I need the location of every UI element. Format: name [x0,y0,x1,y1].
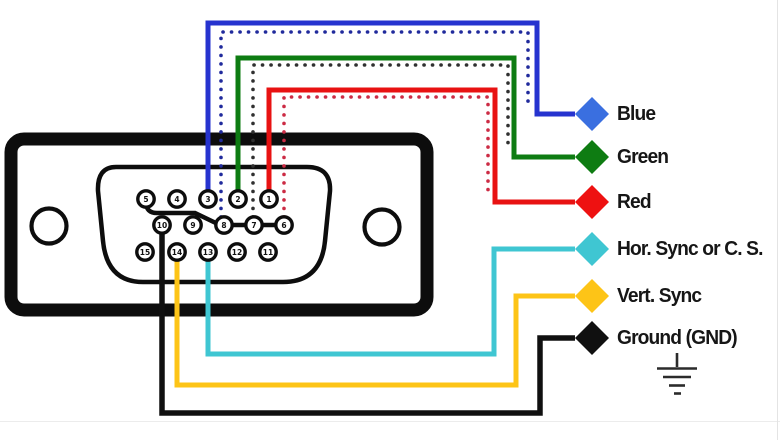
pin-field: 5 4 3 2 1 10 9 8 7 6 15 14 13 12 11 [135,189,294,262]
pin-13: 13 [198,242,218,262]
pin-14-number: 14 [172,248,182,257]
pin-12-circle [227,242,247,262]
legend-label-ground: Ground (GND) [617,327,738,349]
blue-signal-wire [205,20,575,196]
pin-5-circle [136,189,156,209]
pin-14: 14 [167,242,187,262]
vsync-signal-wire [174,252,575,388]
pin-10-number: 10 [157,221,167,230]
legend-label-green: Green [617,146,669,168]
hsync-signal-wire [205,246,575,357]
earth-ground-icon [657,353,697,395]
pin-6-circle [274,215,294,235]
pin-12: 12 [227,242,247,262]
mounting-hole-left [29,206,69,246]
legend-label-vsync: Vert. Sync [617,285,702,307]
legend-label-hsync: Hor. Sync or C. S. [617,238,763,260]
red-return-wire-dotted [282,95,490,219]
pin-4-number: 4 [174,195,179,204]
red-arrow-marker [575,185,609,219]
return-wires [219,30,530,219]
legend-label-blue: Blue [617,103,656,125]
blue-arrow-marker [575,97,609,131]
pin-6-number: 6 [281,221,286,230]
pin-9-circle [183,215,203,235]
pin-5: 5 [136,189,156,209]
pin-10: 10 [152,215,172,235]
vsync-arrow-marker [575,279,609,313]
pin-8-number: 8 [221,221,226,230]
red-signal-wire [266,87,575,205]
pin-11: 11 [258,242,278,262]
pin-2: 2 [228,189,248,209]
pin-4-circle [167,189,187,209]
pin-11-number: 11 [263,248,273,257]
pin-7-number: 7 [251,221,256,230]
pin-1-circle [259,189,279,209]
green-signal-wire [235,55,575,196]
pin-11-circle [258,242,278,262]
pin-8-circle [214,215,234,235]
pin-9: 9 [183,215,203,235]
signal-wires [159,20,575,416]
frame-edge-right [777,0,778,440]
pin-15-circle [135,242,155,262]
pin-12-number: 12 [232,248,242,257]
pin-1-number: 1 [266,195,271,204]
green-return-wire-dotted [251,63,510,219]
legend-arrows [575,97,609,355]
blue-return-wire-dotted [219,30,530,219]
pin-7: 7 [244,215,264,235]
pin-2-circle [228,189,248,209]
pin-3: 3 [198,189,218,209]
pin-3-circle [198,189,218,209]
hsync-arrow-marker [575,232,609,266]
pin-6: 6 [274,215,294,235]
pin-10-circle [152,215,172,235]
mounting-hole-right [362,207,402,247]
green-arrow-marker [575,140,609,174]
pin-15-number: 15 [140,248,150,257]
pin-1: 1 [259,189,279,209]
pin-5-number: 5 [143,195,148,204]
pin-14-circle [167,242,187,262]
pin-8: 8 [214,215,234,235]
pin-13-circle [198,242,218,262]
pin-9-number: 9 [190,221,195,230]
pin-13-number: 13 [203,248,213,257]
legend-label-red: Red [617,191,652,213]
pin-3-number: 3 [205,195,210,204]
pin-15: 15 [135,242,155,262]
ground-arrow-marker [575,321,609,355]
pin-4: 4 [167,189,187,209]
pin-7-circle [244,215,264,235]
frame-edge-bottom [0,421,780,422]
ground-wire [159,225,575,416]
pin-2-number: 2 [235,195,240,204]
